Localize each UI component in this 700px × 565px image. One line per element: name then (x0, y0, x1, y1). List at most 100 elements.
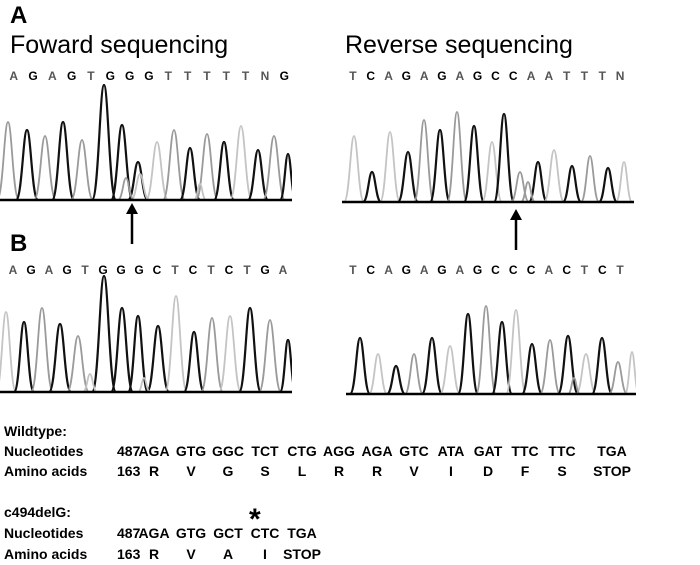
row-cell: V (186, 546, 196, 562)
trace-peak (109, 306, 135, 394)
base-call: G (401, 69, 412, 83)
base-call: G (144, 69, 154, 83)
trace-peak (404, 353, 424, 395)
base-call: C (366, 263, 376, 277)
trace-peak (200, 317, 224, 393)
mutant-heading: c494delG: (4, 504, 71, 520)
base-call: G (28, 69, 38, 83)
trace-peak (490, 320, 514, 396)
trace-peak (420, 336, 444, 396)
row-label: Nucleotides (4, 525, 84, 541)
row-label: Amino acids (4, 546, 88, 562)
row-cell: CTC (250, 525, 280, 541)
trace-peak (278, 338, 292, 394)
base-call: C (188, 263, 198, 277)
trace-peak (12, 320, 36, 394)
trace-peak (527, 160, 549, 204)
row-cell: STOP (593, 463, 631, 479)
base-call: A (455, 263, 465, 277)
trace-peak (237, 306, 263, 394)
chromatogram-reverse-b (346, 305, 636, 396)
base-call: A (544, 263, 554, 277)
base-call: G (105, 69, 115, 83)
base-call: G (279, 69, 289, 83)
base-call: T (580, 263, 589, 277)
trace-peak (90, 83, 118, 202)
trace-peak (567, 377, 581, 395)
trace-peak (117, 177, 135, 201)
trace-peak (0, 121, 20, 201)
trace-peak (413, 119, 435, 203)
base-call: T (562, 69, 571, 83)
base-call: A (384, 263, 393, 277)
row-start-number: 163 (117, 463, 141, 479)
row-label: Nucleotides (4, 443, 84, 459)
base-call: G (472, 69, 483, 83)
trace-peak (126, 314, 150, 394)
wildtype-heading: Wildtype: (4, 423, 67, 439)
base-call: A (8, 263, 18, 277)
base-call: A (419, 69, 429, 83)
row-cell: G (222, 463, 234, 479)
base-call: A (526, 69, 536, 83)
base-call: G (401, 263, 412, 277)
row-start-number: 163 (117, 546, 141, 562)
trace-peak (428, 128, 452, 204)
trace-peak (33, 135, 57, 201)
trace-peak (520, 181, 536, 203)
base-call: A (384, 69, 393, 83)
trace-peak (396, 150, 420, 204)
base-call: A (9, 69, 18, 83)
row-cell: STOP (283, 546, 321, 562)
base-call: T (222, 69, 230, 83)
trace-peak (195, 133, 219, 201)
trace-peak (379, 131, 401, 203)
trace-peak (505, 309, 527, 395)
base-call: N (260, 69, 270, 83)
row-cell: V (409, 463, 419, 479)
row-cell: AGA (138, 443, 170, 459)
trace-peak (164, 295, 188, 393)
row-cell: GCT (213, 525, 243, 541)
mutation-arrow-forward (126, 203, 138, 244)
base-call: G (134, 263, 144, 277)
base-call: A (419, 263, 429, 277)
base-call: G (437, 69, 447, 83)
base-call: T (598, 69, 606, 83)
row-cell: TTC (511, 443, 539, 459)
trace-peak (608, 361, 628, 395)
base-call: C (152, 263, 162, 277)
row-cell: GTC (399, 443, 429, 459)
base-call: T (241, 69, 250, 83)
trace-peak (262, 135, 286, 201)
trace-peak (597, 166, 619, 204)
trace-peak (439, 345, 461, 395)
base-call: T (183, 69, 192, 83)
trace-peak (137, 377, 151, 393)
chromatogram-reverse-a (342, 111, 634, 204)
base-call: C (224, 263, 234, 277)
row-cell: S (260, 463, 270, 479)
trace-peak (145, 141, 169, 201)
base-call: C (508, 263, 518, 277)
row-cell: AGA (138, 525, 170, 541)
trace-peak (229, 125, 253, 201)
trace-peak (590, 336, 614, 396)
base-call: G (437, 263, 447, 277)
row-cell: AGA (361, 443, 393, 459)
row-cell: R (333, 463, 345, 479)
row-cell: TGA (597, 443, 627, 459)
row-cell: ATA (437, 443, 465, 459)
trace-peak (212, 140, 236, 202)
base-call: G (472, 263, 483, 277)
panel-b-label: B (10, 230, 28, 257)
base-call: T (580, 69, 589, 83)
trace-peak (130, 173, 150, 201)
base-call: N (615, 69, 625, 83)
row-start-number: 487 (117, 525, 141, 541)
base-call: A (47, 69, 57, 83)
base-call: T (87, 69, 95, 83)
